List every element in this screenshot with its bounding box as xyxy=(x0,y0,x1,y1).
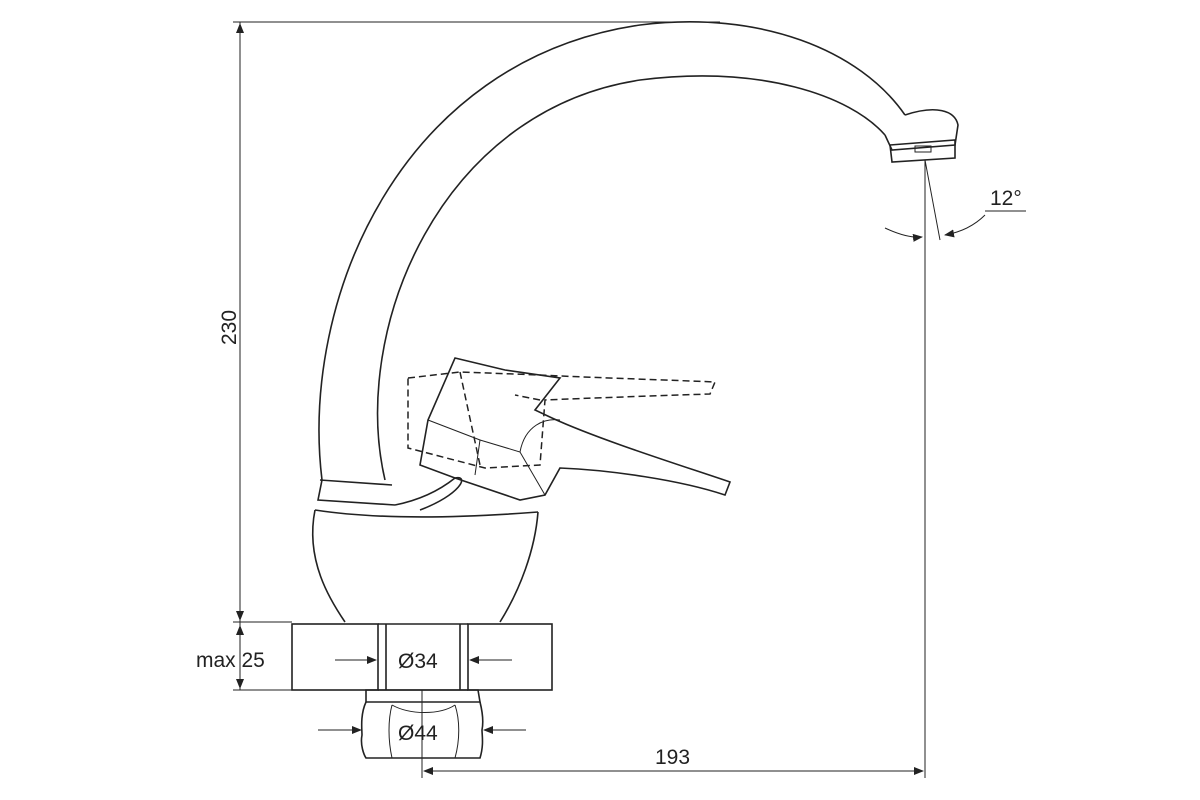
reach-label: 193 xyxy=(655,746,690,769)
countertop-thickness-label: max 25 xyxy=(196,649,265,672)
lever xyxy=(419,357,732,501)
countertop-section: Ø34 xyxy=(291,623,553,691)
faucet-body xyxy=(311,477,539,623)
height-label: 230 xyxy=(218,310,241,345)
lever-alt-position xyxy=(407,371,717,469)
reach-dimension: 193 xyxy=(421,235,926,778)
height-dimension: 230 xyxy=(218,21,720,690)
nut-diameter-label: Ø44 xyxy=(398,722,438,745)
mounting-nut: Ø44 xyxy=(318,689,526,759)
angle-label: 12° xyxy=(990,187,1022,210)
spout xyxy=(318,21,959,481)
countertop-dimension: max 25 xyxy=(196,625,292,691)
angle-dimension: 12° xyxy=(884,187,1026,242)
hole-diameter-label: Ø34 xyxy=(398,650,438,673)
